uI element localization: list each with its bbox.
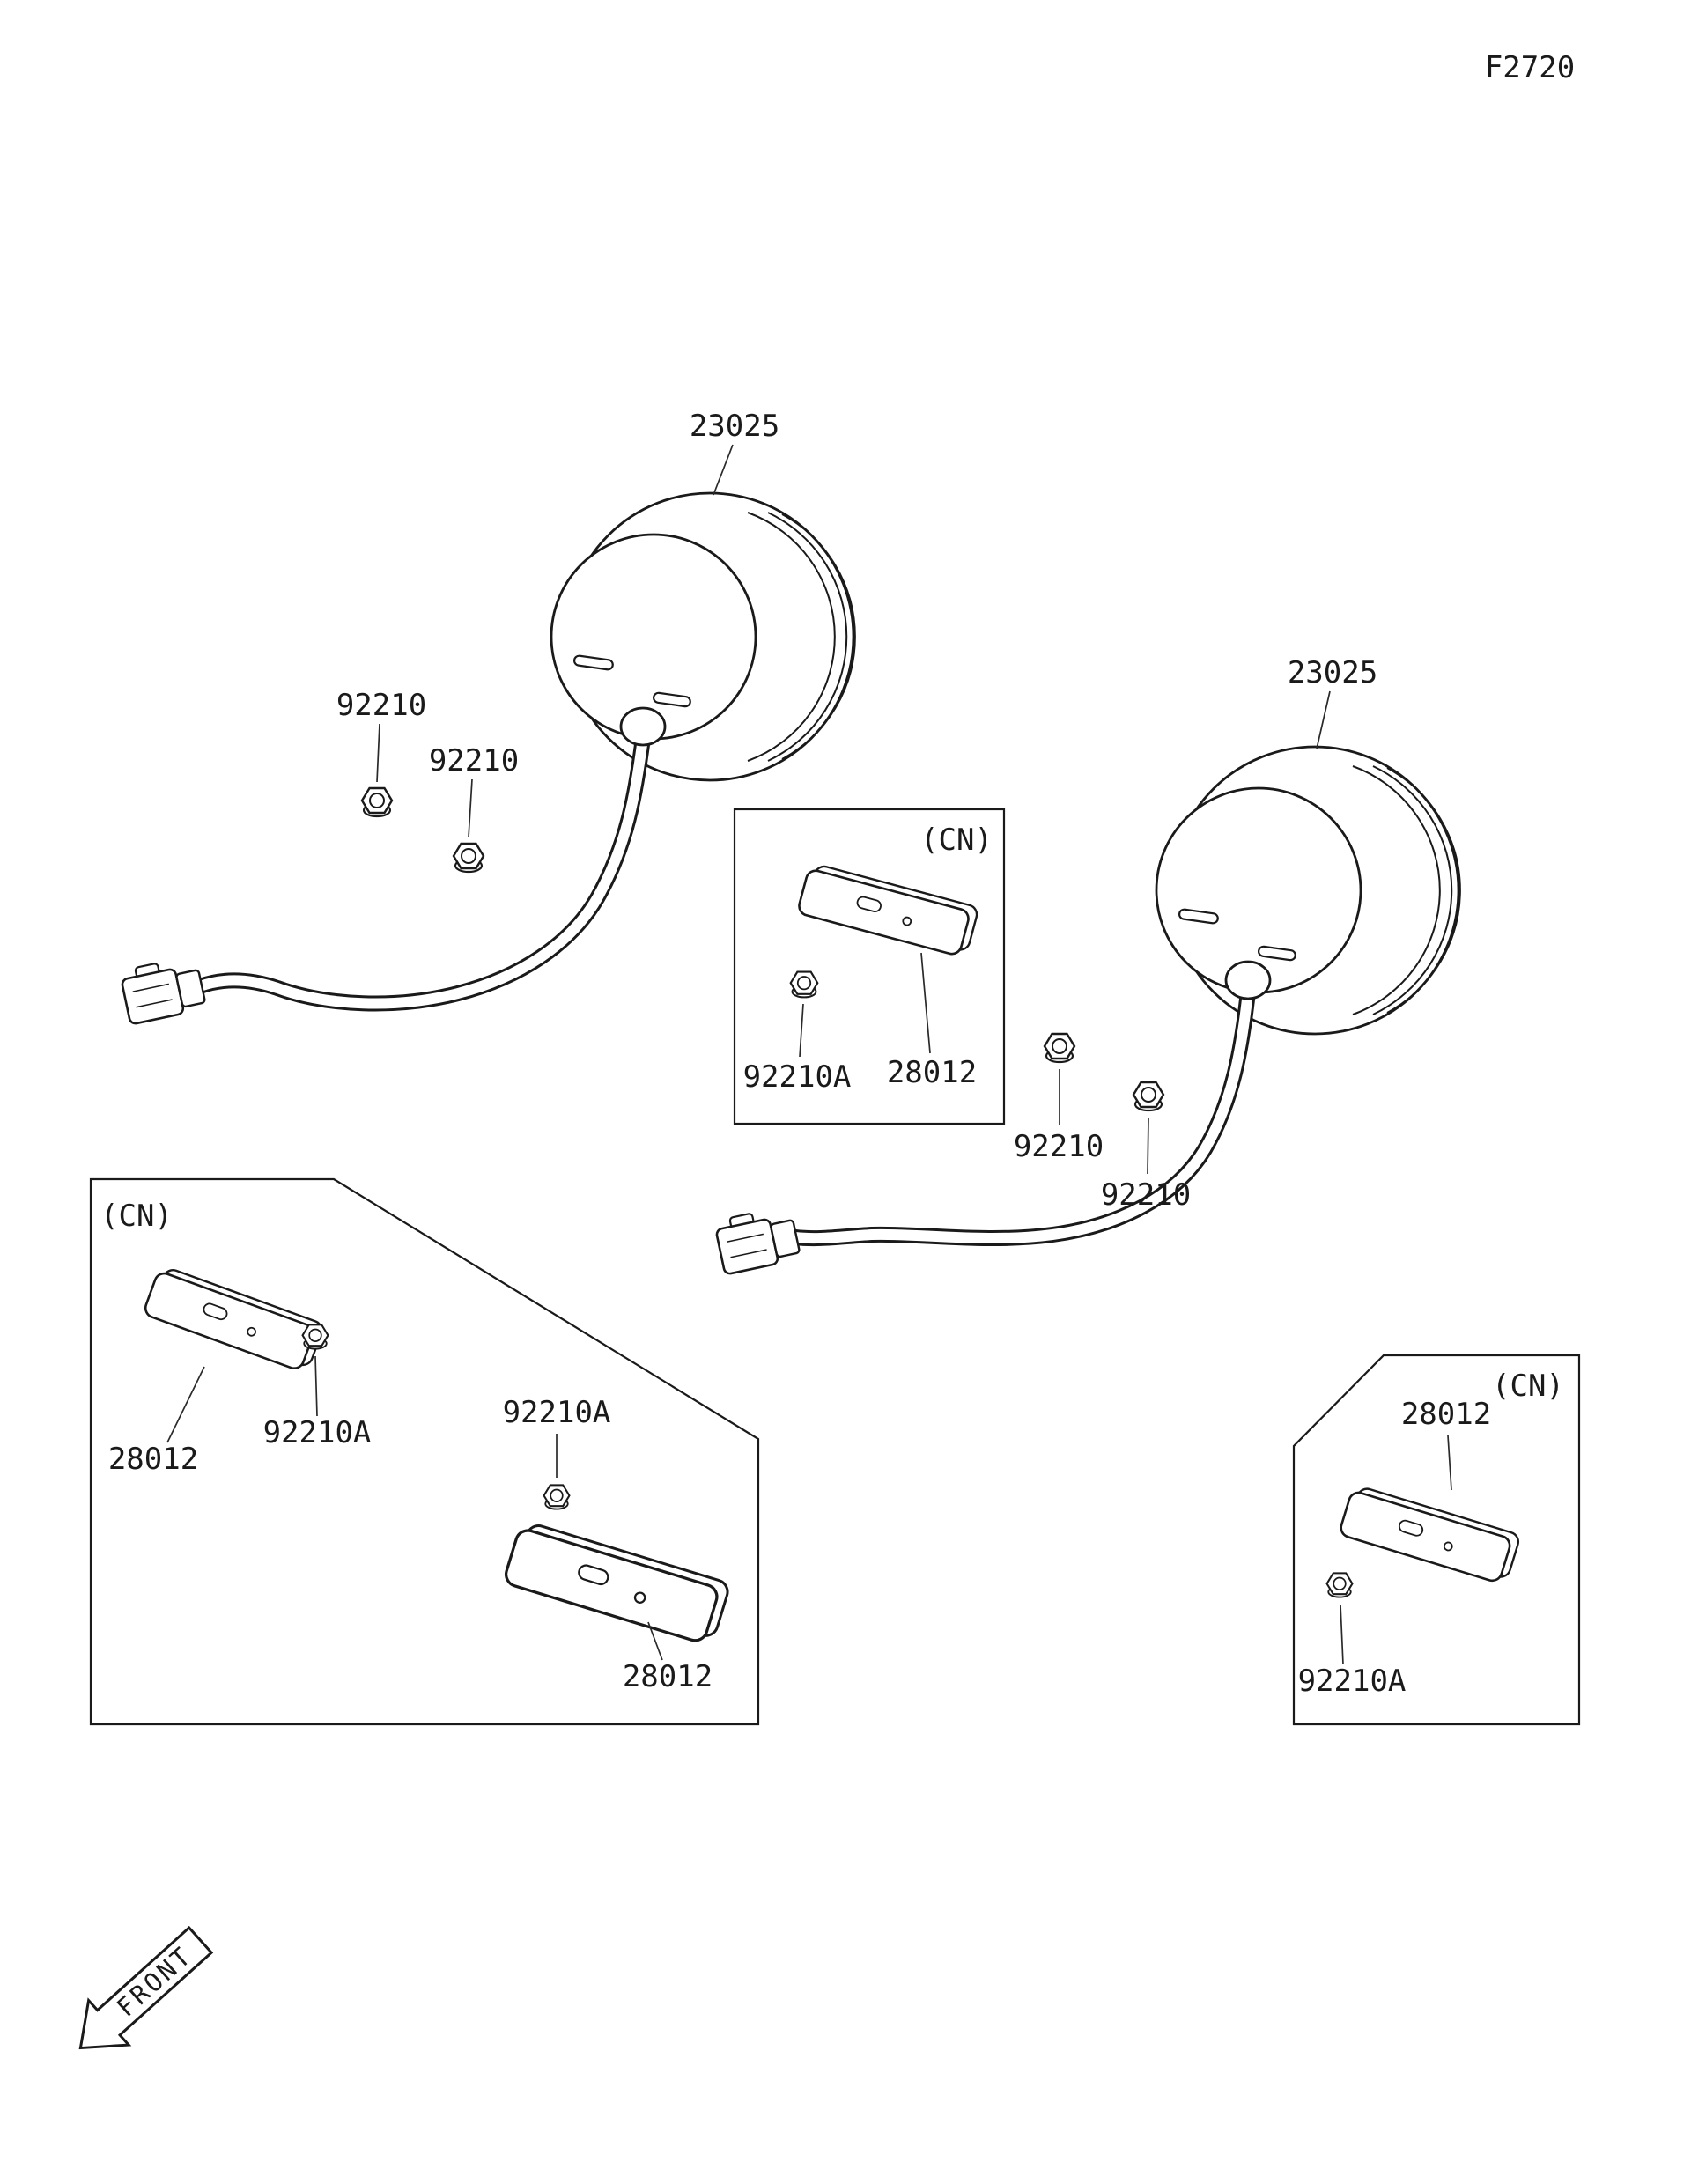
leader-line (468, 778, 473, 838)
lamp2-connector (713, 1204, 802, 1276)
part-label-nut-small-bl-1: 92210A (263, 1415, 372, 1450)
part-label-lamp-1: 23025 (690, 409, 779, 444)
lamp1-cable-outline (192, 730, 651, 1012)
part-label-nut-4: 92210 (1101, 1177, 1191, 1213)
leader-line (799, 1003, 804, 1058)
figure-code: F2720 (1485, 50, 1575, 85)
reflector-bl-1 (141, 1264, 326, 1375)
cn-marker-bottom-left: (CN) (100, 1199, 173, 1234)
cn-box-bottom-right: (CN) 28012 92210A (1292, 1354, 1581, 1726)
nut-92210a-bl-2 (543, 1484, 571, 1510)
leader-line (1447, 1435, 1452, 1491)
tail-lamp-assembly-2 (1155, 745, 1462, 1036)
cn-marker-middle: (CN) (920, 823, 993, 858)
part-label-nut-small-bl-2: 92210A (503, 1395, 611, 1430)
reflector-middle (795, 861, 980, 960)
nut-92210-4 (1132, 1081, 1165, 1112)
leader-line (647, 1621, 663, 1661)
leader-line (1316, 690, 1331, 749)
part-label-nut-2: 92210 (429, 743, 519, 778)
cn-box-bottom-right-border (1292, 1354, 1581, 1726)
cn-box-middle: (CN) 92210A 28012 (733, 808, 1006, 1125)
nut-92210a-br (1325, 1572, 1354, 1598)
nut-92210-3 (1043, 1032, 1076, 1064)
front-arrow-icon (78, 1925, 214, 2050)
part-label-nut-small-br: 92210A (1298, 1664, 1407, 1699)
nut-92210-2 (452, 842, 485, 874)
leader-line (920, 952, 931, 1054)
part-label-nut-small-middle: 92210A (743, 1059, 852, 1095)
nut-92210-1 (360, 786, 394, 818)
cn-box-bottom-left-border (89, 1177, 760, 1726)
leader-line (1340, 1604, 1344, 1665)
part-label-reflector-br: 28012 (1401, 1397, 1491, 1432)
lamp2-cable (790, 986, 1253, 1244)
nut-92210a-bl-1 (301, 1324, 329, 1350)
part-label-nut-1: 92210 (336, 688, 426, 723)
leader-line (376, 723, 380, 783)
lamp1-connector (118, 954, 208, 1026)
part-label-reflector-bl-1: 28012 (108, 1442, 198, 1477)
lamp1-grommet (619, 706, 667, 747)
leader-line (713, 444, 734, 496)
cn-marker-bottom-right: (CN) (1492, 1369, 1564, 1404)
front-direction-marker: FRONT (78, 1925, 214, 2050)
part-label-reflector-middle: 28012 (887, 1055, 977, 1090)
nut-92210a-middle (789, 970, 819, 999)
front-label: FRONT (111, 1940, 198, 2023)
leader-line (166, 1366, 205, 1443)
lamp2-grommet (1224, 960, 1272, 1000)
cn-box-middle-border (733, 808, 1006, 1125)
reflector-br (1337, 1483, 1522, 1587)
cn-box-bottom-left: (CN) 28012 92210A 92210A 28012 (89, 1177, 760, 1726)
reflector-bl-2 (501, 1518, 733, 1648)
leader-line (314, 1355, 318, 1417)
part-label-nut-3: 92210 (1014, 1129, 1104, 1164)
part-label-lamp-2: 23025 (1288, 655, 1377, 690)
lamp1-cable (195, 733, 648, 1009)
part-label-reflector-bl-2: 28012 (623, 1659, 713, 1694)
tail-lamp-assembly-1 (550, 491, 857, 782)
